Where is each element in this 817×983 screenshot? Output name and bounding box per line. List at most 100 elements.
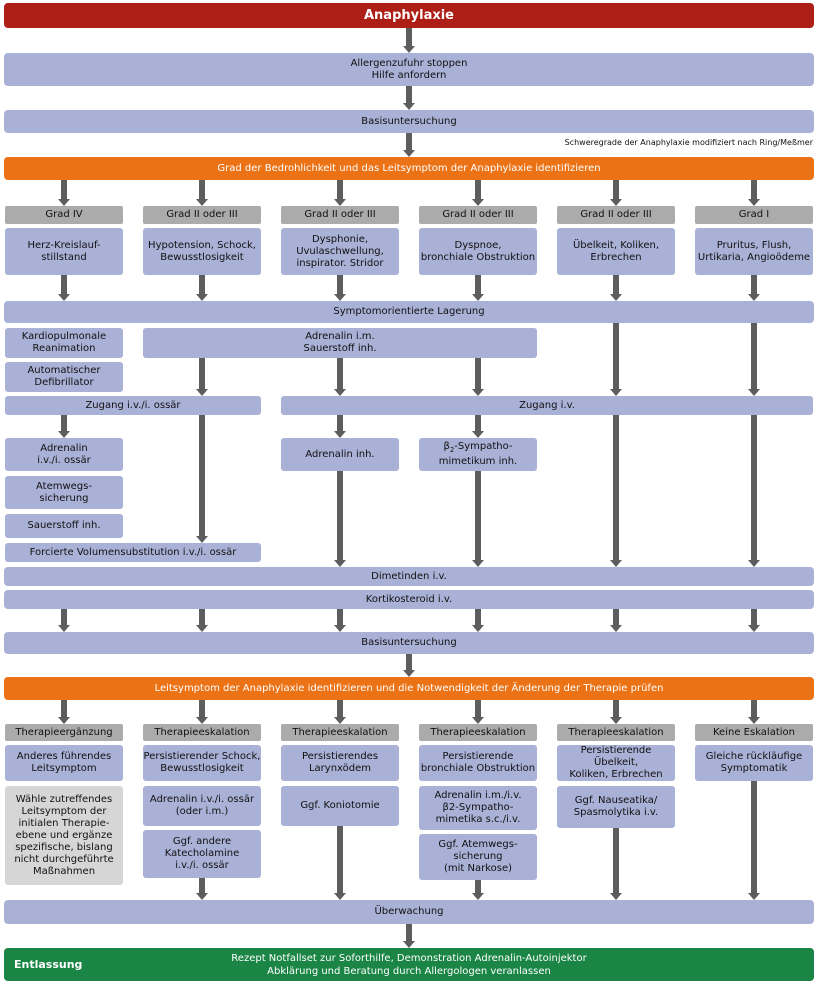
arrow-head	[58, 431, 70, 438]
arrow-head	[196, 717, 208, 724]
arrow-head	[334, 389, 346, 396]
step-identify-severity: Grad der Bedrohlichkeit und das Leitsymp…	[4, 157, 814, 180]
arrow-head	[196, 199, 208, 206]
arrow-shaft	[199, 415, 205, 537]
b2-sympathomimetikum-inh: β2-Sympatho- mimetikum inh.	[419, 438, 537, 471]
grade-symptom: Dyspnoe, bronchiale Obstruktion	[419, 228, 537, 275]
arrow-head	[334, 560, 346, 567]
grade-header: Grad IV	[5, 206, 123, 224]
step-allergen-stop: Allergenzufuhr stoppen Hilfe anfordern	[4, 53, 814, 86]
escalation-header: Keine Eskalation	[695, 724, 813, 741]
arrow-head	[196, 294, 208, 301]
automatischer-defibrillator: Automatischer Defibrillator	[5, 362, 123, 392]
arrow-shaft	[406, 654, 412, 671]
arrow-head	[610, 625, 622, 632]
grade-symptom: Hypotension, Schock, Bewusstlosigkeit	[143, 228, 261, 275]
arrow-head	[748, 294, 760, 301]
arrow-head	[334, 199, 346, 206]
arrow-shaft	[751, 180, 757, 200]
arrow-shaft	[751, 609, 757, 626]
arrow-shaft	[199, 609, 205, 626]
arrow-head	[610, 560, 622, 567]
grade-header: Grad II oder III	[143, 206, 261, 224]
arrow-shaft	[613, 609, 619, 626]
arrow-shaft	[337, 275, 343, 295]
adrenalin-inh: Adrenalin inh.	[281, 438, 399, 471]
arrow-shaft	[751, 700, 757, 718]
arrow-head	[334, 717, 346, 724]
escalation-condition: Persistierendes Larynxödem	[281, 745, 399, 781]
arrow-shaft	[751, 323, 757, 390]
arrow-shaft	[61, 700, 67, 718]
arrow-shaft	[406, 86, 412, 104]
arrow-head	[472, 717, 484, 724]
arrow-head	[196, 893, 208, 900]
arrow-shaft	[199, 275, 205, 295]
escalation-measure: Adrenalin i.m./i.v. β2-Sympatho- mimetik…	[419, 786, 537, 830]
discharge-label: Entlassung	[14, 957, 83, 971]
discharge-line-2: Abklärung und Beratung durch Allergologe…	[267, 966, 551, 977]
escalation-condition: Anderes führendes Leitsymptom	[5, 745, 123, 781]
escalation-header: Therapieeskalation	[281, 724, 399, 741]
arrow-shaft	[406, 28, 412, 47]
page-title: Anaphylaxie	[4, 3, 814, 28]
arrow-head	[196, 536, 208, 543]
step-basisuntersuchung-1: Basisuntersuchung	[4, 110, 814, 133]
zugang-iv: Zugang i.v.	[281, 396, 813, 415]
escalation-condition: Gleiche rückläufige Symptomatik	[695, 745, 813, 781]
arrow-head	[610, 199, 622, 206]
arrow-shaft	[475, 275, 481, 295]
step-dimetinden: Dimetinden i.v.	[4, 567, 814, 586]
arrow-shaft	[337, 471, 343, 561]
escalation-header: Therapieeskalation	[143, 724, 261, 741]
b2-label: β2-Sympatho- mimetikum inh.	[438, 441, 518, 467]
arrow-head	[403, 941, 415, 948]
arrow-head	[58, 717, 70, 724]
kardiopulmonale-reanimation: Kardiopulmonale Reanimation	[5, 328, 123, 358]
escalation-measure: Adrenalin i.v./i. ossär (oder i.m.)	[143, 786, 261, 826]
grade-header: Grad I	[695, 206, 813, 224]
arrow-head	[403, 46, 415, 53]
sauerstoff-inh: Sauerstoff inh.	[5, 514, 123, 538]
grade-header: Grad II oder III	[557, 206, 675, 224]
escalation-measure: Ggf. Nauseatika/ Spasmolytika i.v.	[557, 786, 675, 828]
arrow-head	[58, 294, 70, 301]
grade-symptom: Übelkeit, Koliken, Erbrechen	[557, 228, 675, 275]
arrow-head	[748, 389, 760, 396]
arrow-shaft	[61, 609, 67, 626]
arrow-head	[196, 625, 208, 632]
arrow-shaft	[337, 180, 343, 200]
arrow-shaft	[475, 609, 481, 626]
arrow-head	[472, 389, 484, 396]
arrow-shaft	[751, 275, 757, 295]
arrow-shaft	[613, 323, 619, 390]
grade-symptom: Dysphonie, Uvulaschwellung, inspirator. …	[281, 228, 399, 275]
adrenalin-im-sauerstoff: Adrenalin i.m. Sauerstoff inh.	[143, 328, 537, 358]
arrow-head	[196, 389, 208, 396]
arrow-head	[748, 625, 760, 632]
arrow-shaft	[61, 415, 67, 432]
arrow-head	[58, 625, 70, 632]
arrow-head	[334, 625, 346, 632]
escalation-condition: Persistierender Schock, Bewusstlosigkeit	[143, 745, 261, 781]
escalation-measure: Ggf. Koniotomie	[281, 786, 399, 826]
arrow-head	[748, 893, 760, 900]
arrow-shaft	[613, 415, 619, 561]
arrow-shaft	[406, 133, 412, 151]
arrow-head	[472, 199, 484, 206]
step-leitsymptom: Leitsymptom der Anaphylaxie identifizier…	[4, 677, 814, 700]
arrow-shaft	[337, 700, 343, 718]
arrow-shaft	[199, 358, 205, 390]
arrow-shaft	[475, 358, 481, 390]
atemwegssicherung: Atemwegs- sicherung	[5, 476, 123, 509]
arrow-head	[403, 670, 415, 677]
discharge-bar: Entlassung Rezept Notfallset zur Soforth…	[4, 948, 814, 981]
schweregrade-note: Schweregrade der Anaphylaxie modifiziert…	[564, 138, 813, 147]
arrow-shaft	[475, 415, 481, 432]
step-ueberwachung: Überwachung	[4, 900, 814, 924]
arrow-shaft	[199, 180, 205, 200]
arrow-shaft	[61, 275, 67, 295]
zugang-iv-ossar: Zugang i.v./i. ossär	[5, 396, 261, 415]
arrow-shaft	[475, 180, 481, 200]
step-kortikosteroid: Kortikosteroid i.v.	[4, 590, 814, 609]
